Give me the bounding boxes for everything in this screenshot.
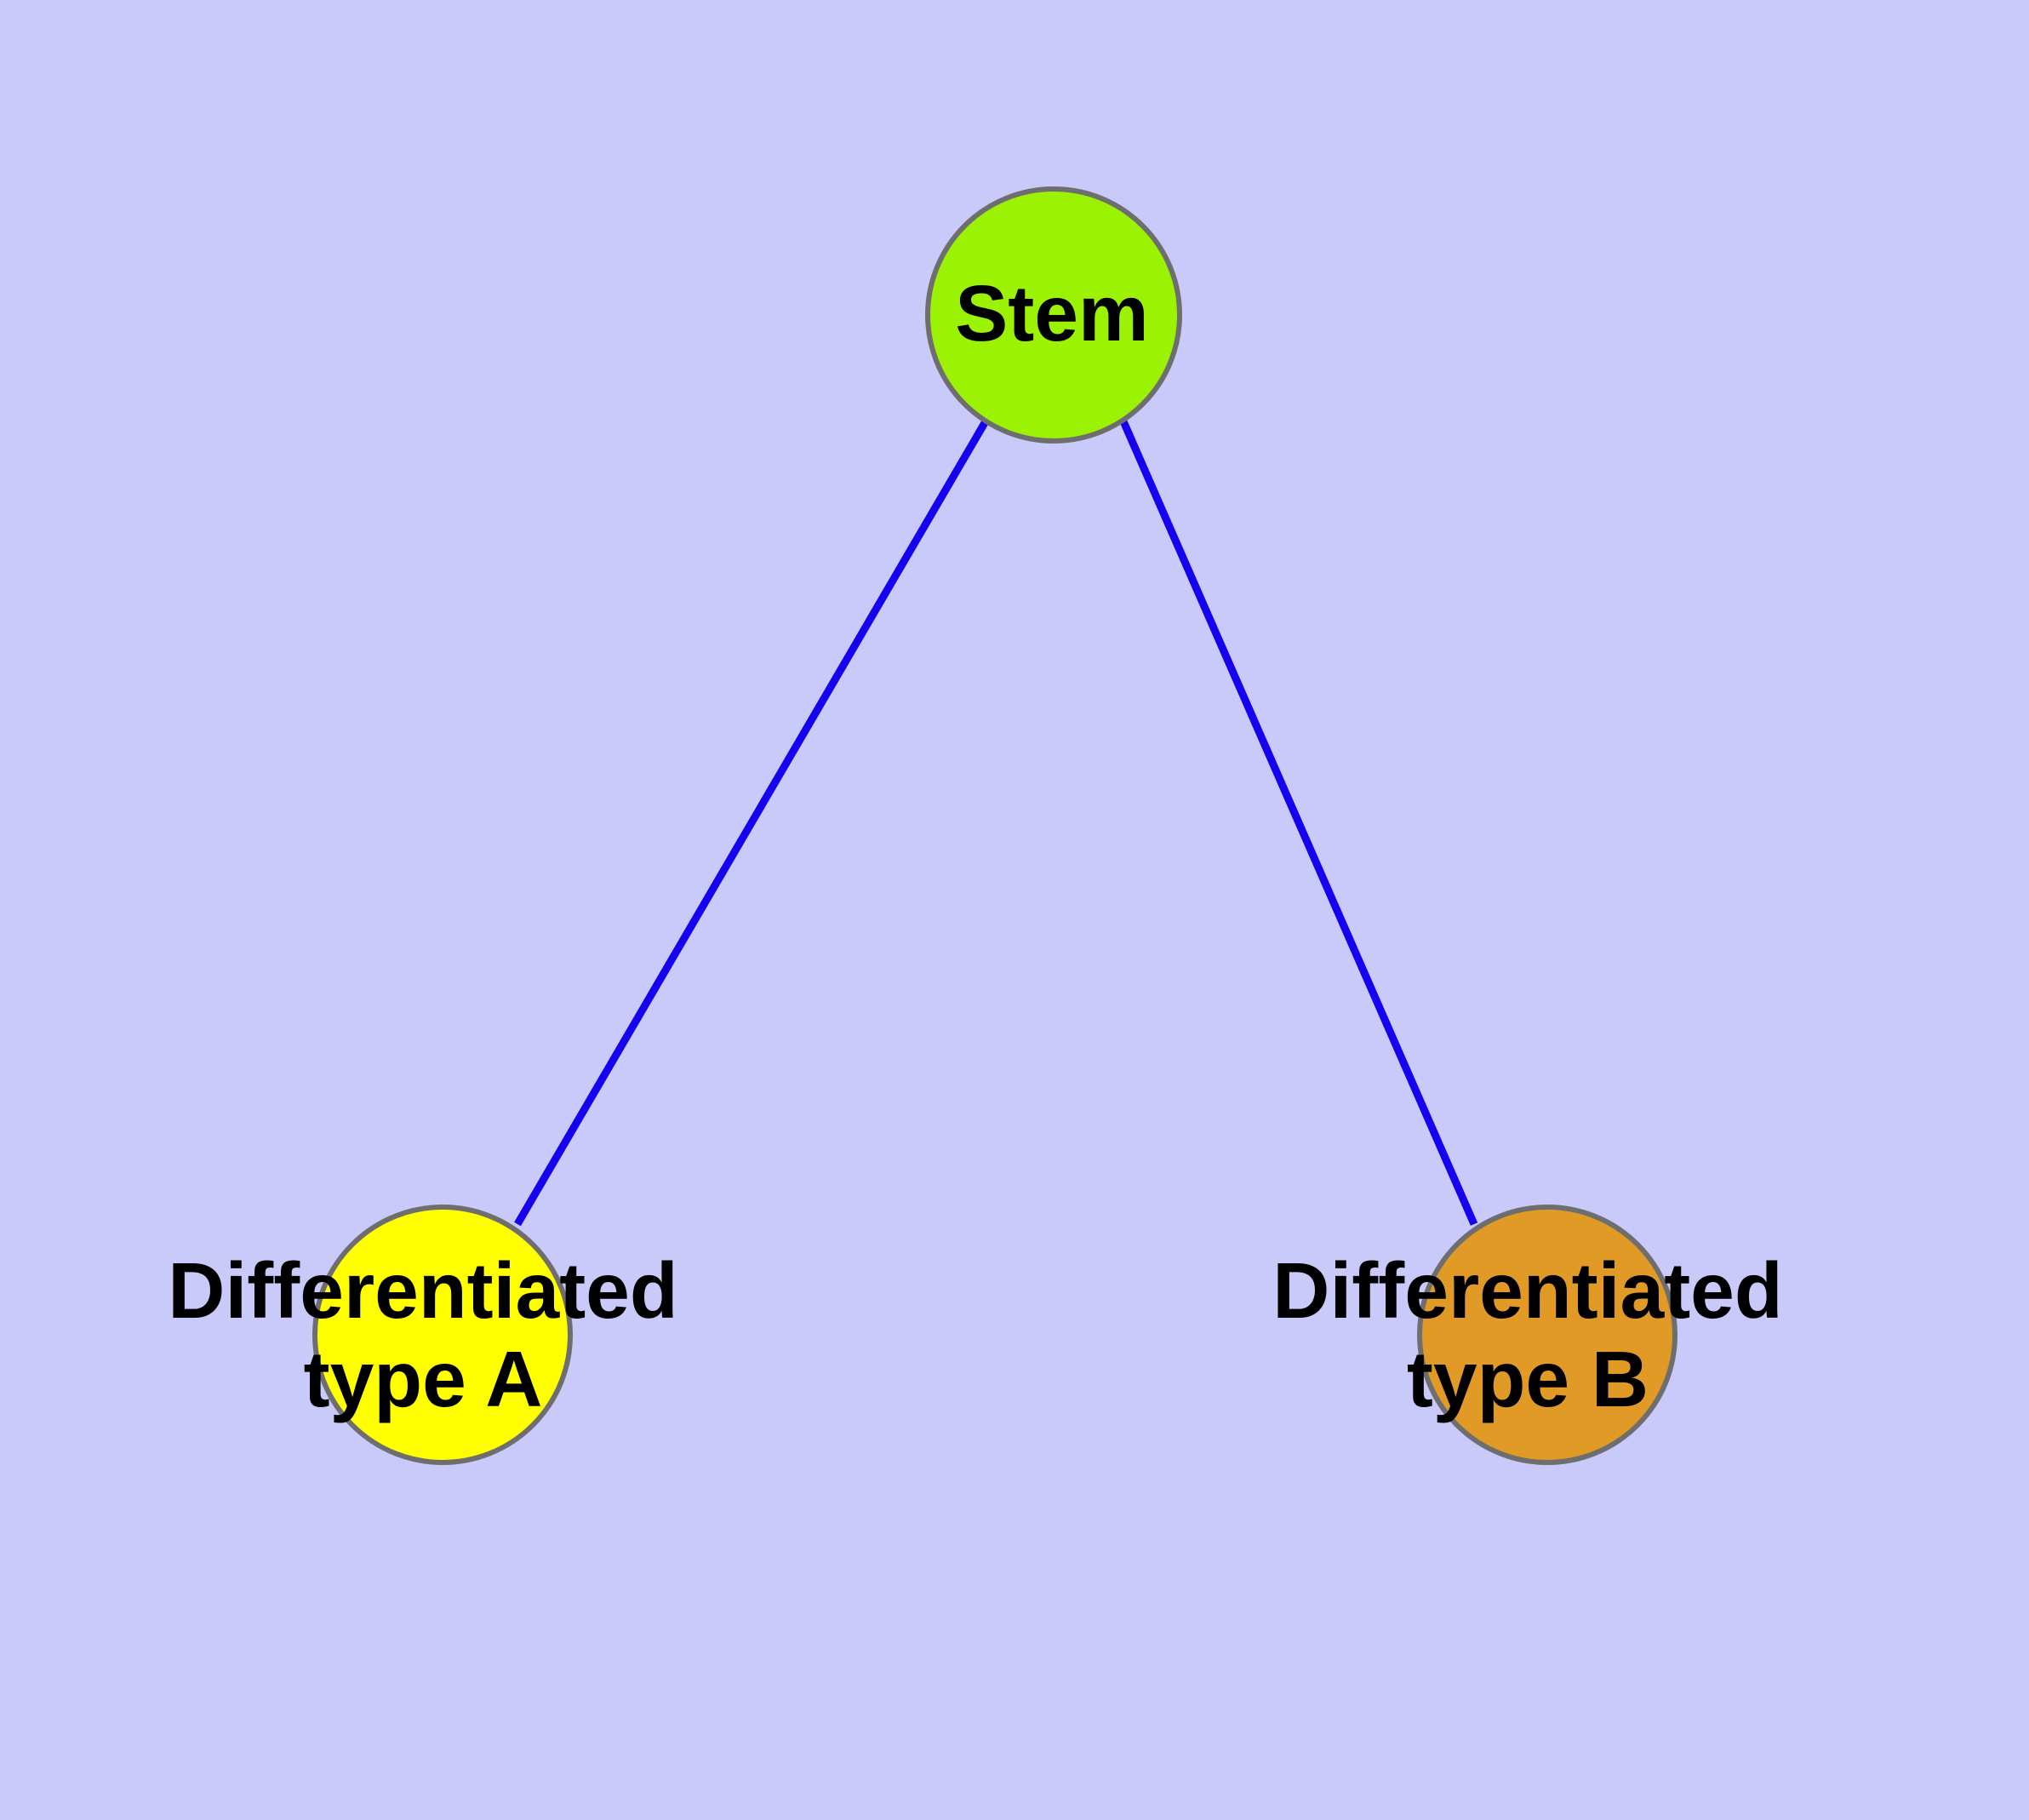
node-differentiated-type-a-circle[interactable] — [312, 1205, 573, 1465]
node-label-line: type A — [304, 1335, 543, 1423]
edge-stem-to-differentiated-type-b[interactable] — [1119, 420, 1478, 1226]
node-label-line: Differentiated — [168, 1246, 677, 1335]
edge-layer — [514, 419, 1478, 1227]
node-label-line: Stem — [955, 269, 1148, 358]
node-stem-label: Stem — [955, 269, 1148, 358]
node-layer — [312, 186, 1677, 1465]
node-differentiated-type-a[interactable] — [312, 1205, 573, 1465]
node-stem[interactable] — [925, 186, 1182, 444]
edge-stem-to-differentiated-type-a[interactable] — [514, 419, 989, 1227]
node-label-line: type B — [1407, 1335, 1649, 1423]
node-differentiated-type-b[interactable] — [1417, 1205, 1677, 1465]
node-stem-circle[interactable] — [925, 186, 1182, 444]
node-differentiated-type-b-circle[interactable] — [1417, 1205, 1677, 1465]
node-label-line: Differentiated — [1272, 1246, 1782, 1335]
